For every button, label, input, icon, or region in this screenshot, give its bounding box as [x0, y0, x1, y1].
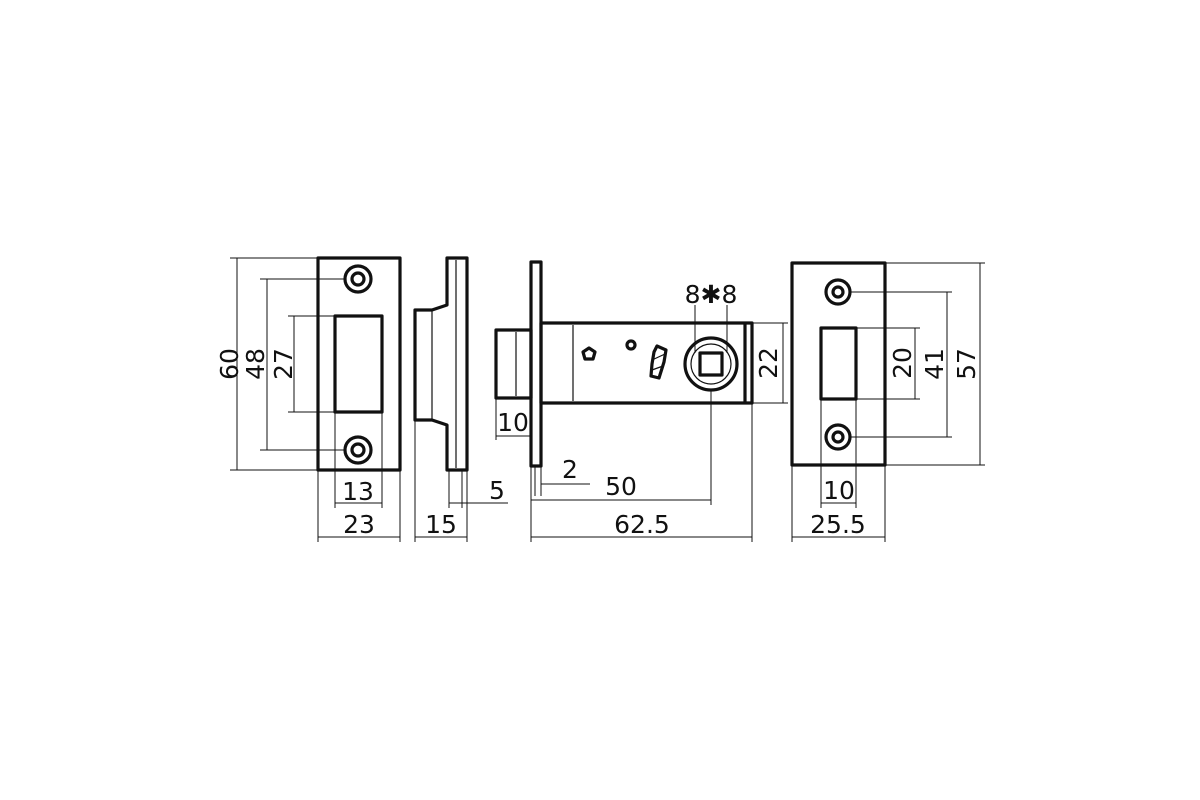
- dim-strike-width: 23: [317, 470, 401, 542]
- dim-side-depth: 15: [414, 420, 468, 542]
- dim-label-48: 48: [241, 348, 270, 380]
- dim-spindle-size: 8✱8: [685, 280, 738, 353]
- spindle-hub: [683, 336, 739, 392]
- latch-body-view: 8✱8 22 10 2 50: [494, 260, 788, 542]
- dim-body-height: 22: [752, 322, 788, 404]
- dim-label-20: 20: [888, 347, 917, 379]
- dim-label-5: 5: [489, 476, 505, 505]
- strike-side-view: 15 5: [413, 256, 508, 542]
- latch-bolt: [494, 328, 533, 400]
- strike-plate-view: 60 48 27 13 23: [215, 256, 402, 542]
- strike-plate-outline: [316, 256, 402, 472]
- dim-label-10b: 10: [823, 476, 855, 505]
- dim-label-15: 15: [425, 510, 457, 539]
- faceplate-slot: [819, 326, 858, 401]
- faceplate-screw-hole-top: [824, 278, 852, 306]
- dim-faceplate-thickness: 5: [448, 470, 508, 508]
- dim-label-8x8: 8✱8: [685, 280, 738, 309]
- dim-strike-slot-height: 27: [269, 315, 335, 413]
- strike-side-outline: [413, 256, 469, 472]
- dim-label-62-5: 62.5: [614, 510, 670, 539]
- dim-strike-height: 60: [215, 257, 318, 471]
- dim-body-length: 62.5: [530, 403, 753, 542]
- dim-label-10: 10: [497, 408, 529, 437]
- spindle-square-hole: [698, 351, 724, 377]
- case-slot: [649, 344, 668, 380]
- dim-label-22: 22: [754, 347, 783, 379]
- dim-faceplate-height: 57: [885, 262, 985, 466]
- dim-label-60: 60: [215, 348, 244, 380]
- dim-label-23: 23: [343, 510, 375, 539]
- dim-faceplate-slot-width: 10: [820, 399, 857, 508]
- dim-label-27: 27: [269, 348, 298, 380]
- dim-label-13: 13: [342, 477, 374, 506]
- latch-faceplate-view: 20 41 57 10 25.5: [790, 261, 985, 542]
- dim-bolt-projection: 10: [495, 398, 531, 440]
- dim-label-2: 2: [562, 455, 578, 484]
- latch-case: [539, 321, 754, 405]
- dim-label-50: 50: [605, 472, 637, 501]
- dim-faceplate-hole-spacing: 41: [850, 291, 952, 438]
- case-rivet-left: [581, 346, 597, 361]
- faceplate-screw-hole-bottom: [824, 423, 852, 451]
- strike-screw-hole-top: [343, 264, 373, 294]
- dim-faceplate-offset: 2: [534, 455, 590, 496]
- dim-label-25-5: 25.5: [810, 510, 866, 539]
- dim-strike-hole-spacing: 48: [241, 278, 345, 451]
- dim-label-57: 57: [952, 348, 981, 380]
- faceplate-outline: [790, 261, 887, 467]
- case-rivet-mid: [625, 339, 637, 351]
- dim-faceplate-slot-height: 20: [856, 327, 920, 400]
- strike-screw-hole-bottom: [343, 435, 373, 465]
- dim-faceplate-width: 25.5: [791, 465, 886, 542]
- dim-backset: 50: [531, 390, 712, 505]
- dim-strike-slot-width: 13: [334, 412, 383, 508]
- dim-label-41: 41: [920, 348, 949, 380]
- strike-slot: [333, 314, 384, 414]
